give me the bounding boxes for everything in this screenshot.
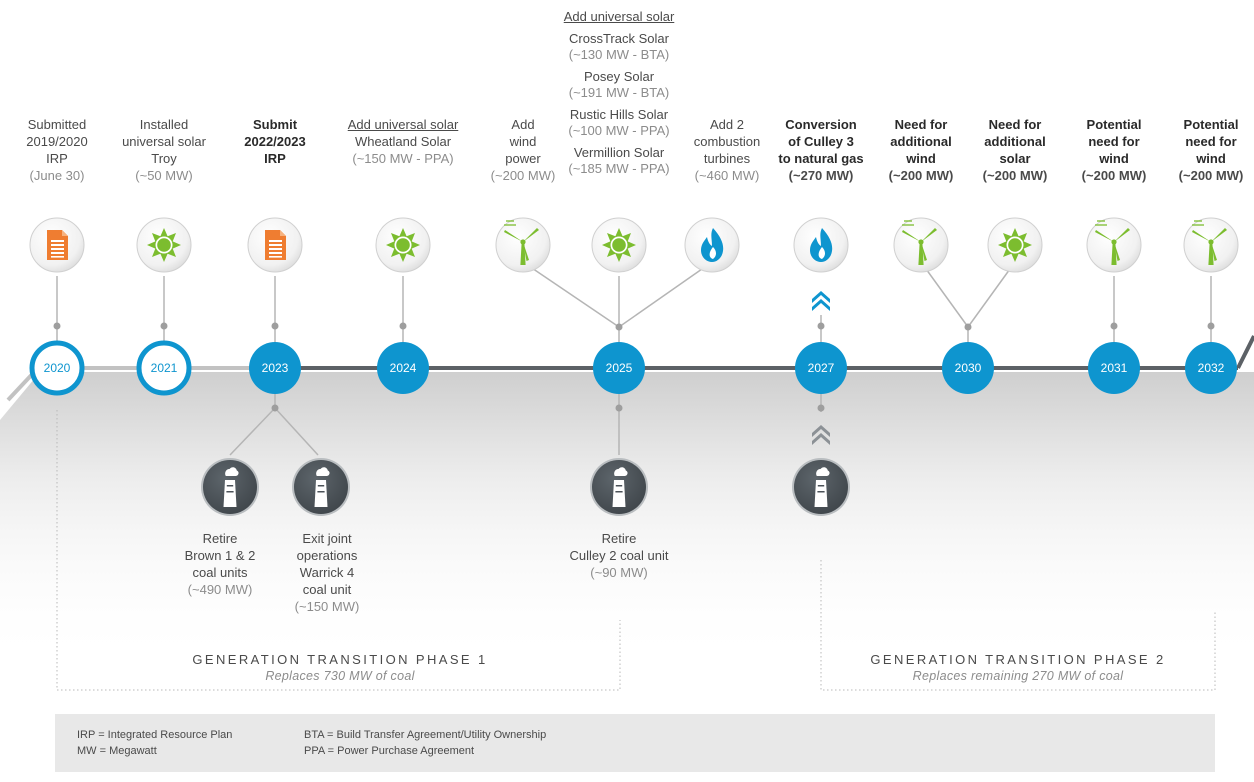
sun-icon [591,217,647,273]
top-icons [29,217,1239,273]
document-icon [29,217,85,273]
wind-turbine-icon [893,217,949,273]
year-2025: 2025 [605,361,633,375]
wind-turbine-icon [495,217,551,273]
sun-icon [136,217,192,273]
year-2024: 2024 [389,361,417,375]
year-2031: 2031 [1100,361,1128,375]
connectors [56,261,1212,456]
year-2021: 2021 [150,361,178,375]
chevron-up-icon [812,291,830,311]
year-markers [29,340,1237,396]
bottom-icons [201,458,850,516]
legend-col-2: BTA = Build Transfer Agreement/Utility O… [304,727,546,759]
wind-turbine-icon [1086,217,1142,273]
legend-box: IRP = Integrated Resource Plan MW = Mega… [55,714,1215,772]
wind-turbine-icon [1183,217,1239,273]
flame-icon [793,217,849,273]
legend-col-1: IRP = Integrated Resource Plan MW = Mega… [77,727,232,759]
year-2032: 2032 [1197,361,1225,375]
sun-icon [987,217,1043,273]
coal-plant-icon [292,458,350,516]
flame-icon [684,217,740,273]
coal-plant-icon [590,458,648,516]
phase-brackets [56,410,1216,691]
sun-icon [375,217,431,273]
year-2020: 2020 [43,361,71,375]
background-band [0,372,1254,665]
legend-bta: BTA = Build Transfer Agreement/Utility O… [304,729,547,741]
legend-ppa: PPA = Power Purchase Agreement [304,745,475,757]
event-2025-solar: Add universal solar CrossTrack Solar(~13… [563,9,675,176]
coal-plant-icon [792,458,850,516]
legend-irp: IRP = Integrated Resource Plan [77,729,233,741]
year-2027: 2027 [807,361,835,375]
document-icon [247,217,303,273]
year-2030: 2030 [954,361,982,375]
year-2023: 2023 [261,361,289,375]
coal-plant-icon [201,458,259,516]
legend-mw: MW = Megawatt [77,745,157,757]
